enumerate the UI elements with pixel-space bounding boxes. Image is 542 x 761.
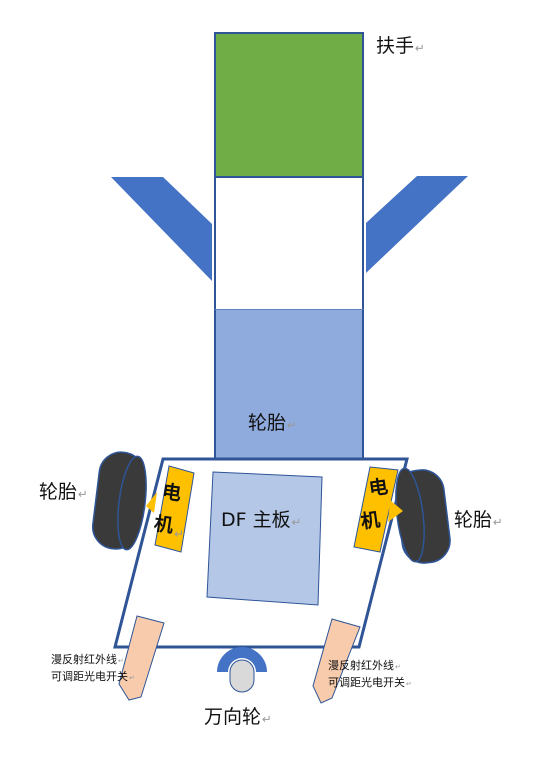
right-sensor (312, 618, 361, 704)
left-motor-label-2: 机 (152, 512, 175, 538)
right-motor-label-1: 电 (367, 475, 390, 501)
right-motor-label-2: 机 (359, 508, 382, 534)
sensor-left-line-1: 漫反射红外线↵ (51, 653, 124, 666)
right-wing (366, 176, 468, 273)
caster-label: 万向轮↵ (204, 706, 272, 728)
left-motor (154, 465, 195, 553)
mainboard-label: DF 主板↵ (221, 509, 302, 531)
left-wing (111, 177, 212, 281)
sensor-right-line-1: 漫反射红外线↵ (328, 659, 401, 672)
left-wheel (91, 451, 147, 551)
left-sensor (118, 615, 165, 701)
tire-right-label: 轮胎↵ (454, 509, 503, 531)
tire-left-label: 轮胎↵ (39, 481, 88, 503)
right-motor-arrow (388, 500, 403, 522)
left-motor-return: ↵ (174, 527, 185, 541)
sensor-left-label: 漫反射红外线↵ 可调距光电开关↵ (51, 652, 135, 686)
caster-wheel (217, 647, 267, 693)
right-motor (353, 466, 399, 553)
sensor-left-line-2: 可调距光电开关↵ (51, 670, 135, 683)
mainboard (206, 471, 323, 606)
tire-block (214, 309, 364, 463)
left-motor-label-1: 电 (160, 480, 183, 506)
shaft-block (214, 176, 364, 311)
handle-label: 扶手↵ (376, 35, 425, 57)
sensor-right-label: 漫反射红外线↵ 可调距光电开关↵ (328, 658, 412, 692)
tire-center-label: 轮胎↵ (248, 412, 297, 434)
sensor-right-line-2: 可调距光电开关↵ (328, 676, 412, 689)
right-wheel (395, 467, 451, 564)
left-motor-arrow (146, 492, 157, 513)
handle-block (214, 32, 364, 178)
